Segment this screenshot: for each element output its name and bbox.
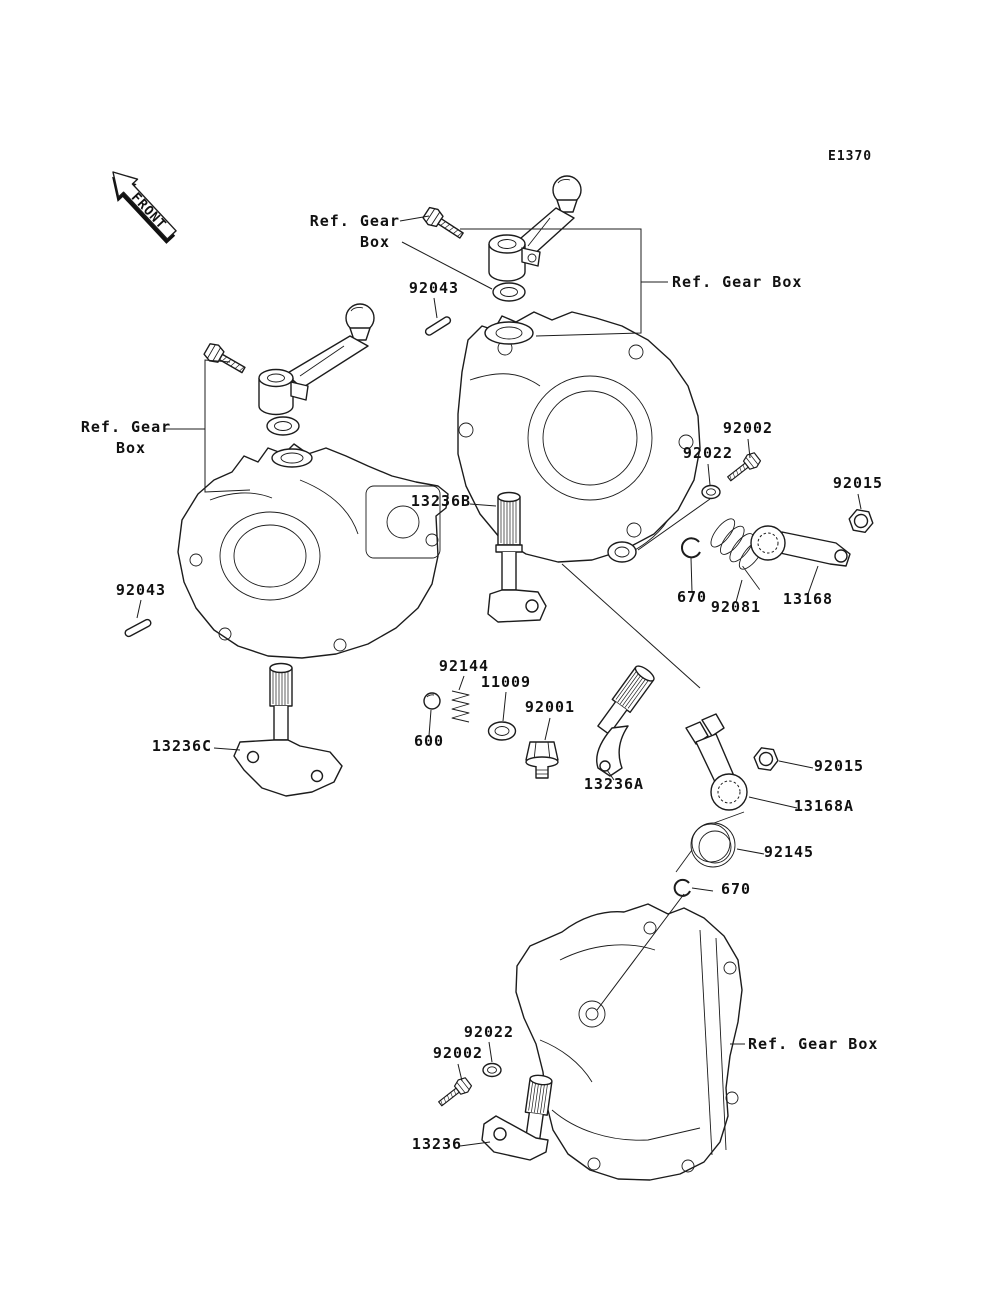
label-92144: 92144 [439,657,489,675]
leader-lines [136,215,862,1147]
ball-600 [423,692,441,710]
label-13236: 13236 [412,1135,462,1153]
bolt-92002-bottom [434,1075,474,1111]
snap-ring-670-lower [673,878,691,897]
pin-92043-top [424,316,452,336]
washer-left-lever [266,416,300,436]
label-92081: 92081 [711,598,761,616]
label-92043-top: 92043 [409,279,459,297]
lever-13168a [685,713,748,811]
bolt-left-lever [201,340,249,379]
label-13168: 13168 [783,590,833,608]
nut-92015-right [846,507,876,535]
label-600: 600 [414,732,444,750]
front-arrow-label: FRONT [128,190,169,233]
shaft-13236b [487,491,547,623]
label-92002-bottom: 92002 [433,1044,483,1062]
label-670-right: 670 [677,588,707,606]
shift-lever-left [258,303,375,416]
shift-lever-top [488,175,582,282]
label-ref-gear-box-right: Ref. Gear Box [672,273,802,291]
label-13236c: 13236C [152,737,212,755]
label-92022-bottom: 92022 [464,1023,514,1041]
label-92001: 92001 [525,698,575,716]
label-ref-gear-left-line2: Box [116,439,146,457]
label-92043-left: 92043 [116,581,166,599]
label-11009: 11009 [481,673,531,691]
label-ref-gear-left-line1: Ref. Gear [81,418,171,436]
nut-92015-lower [751,746,781,772]
shaft-13236c [233,662,343,797]
spring-92145 [675,811,745,873]
label-13236b: 13236B [411,492,471,510]
label-ref-gear-top-line1: Ref. Gear [310,212,400,230]
label-92002-right: 92002 [723,419,773,437]
gearbox-housing-bottom [515,903,743,1181]
label-670-lower: 670 [721,880,751,898]
diagram-code: E1370 [828,149,872,164]
label-13168a: 13168A [794,797,854,815]
pin-92043-left [124,618,152,638]
label-92015-right: 92015 [833,474,883,492]
label-92022-right: 92022 [683,444,733,462]
gearbox-housing-left [177,443,449,659]
washer-92022-bottom [482,1062,502,1078]
snap-ring-670-right [681,537,701,559]
label-ref-gear-top-line2: Box [360,233,390,251]
shaft-13236a [596,665,655,777]
label-92145: 92145 [764,843,814,861]
label-92015-lower: 92015 [814,757,864,775]
washer-top-lever [492,282,526,302]
bolt-top-lever [420,204,468,244]
spring-92081 [710,518,764,590]
gearbox-housing-top-right [457,311,701,563]
washer-11009 [487,721,517,741]
label-ref-gear-box-bottom: Ref. Gear Box [748,1035,878,1053]
spring-92144 [451,690,470,723]
bolt-92001 [525,741,559,779]
lever-13168 [750,525,851,567]
label-13236a: 13236A [584,775,644,793]
washer-92022-right [701,484,721,500]
shaft-13236 [481,1074,553,1161]
front-arrow: FRONT [112,171,177,244]
